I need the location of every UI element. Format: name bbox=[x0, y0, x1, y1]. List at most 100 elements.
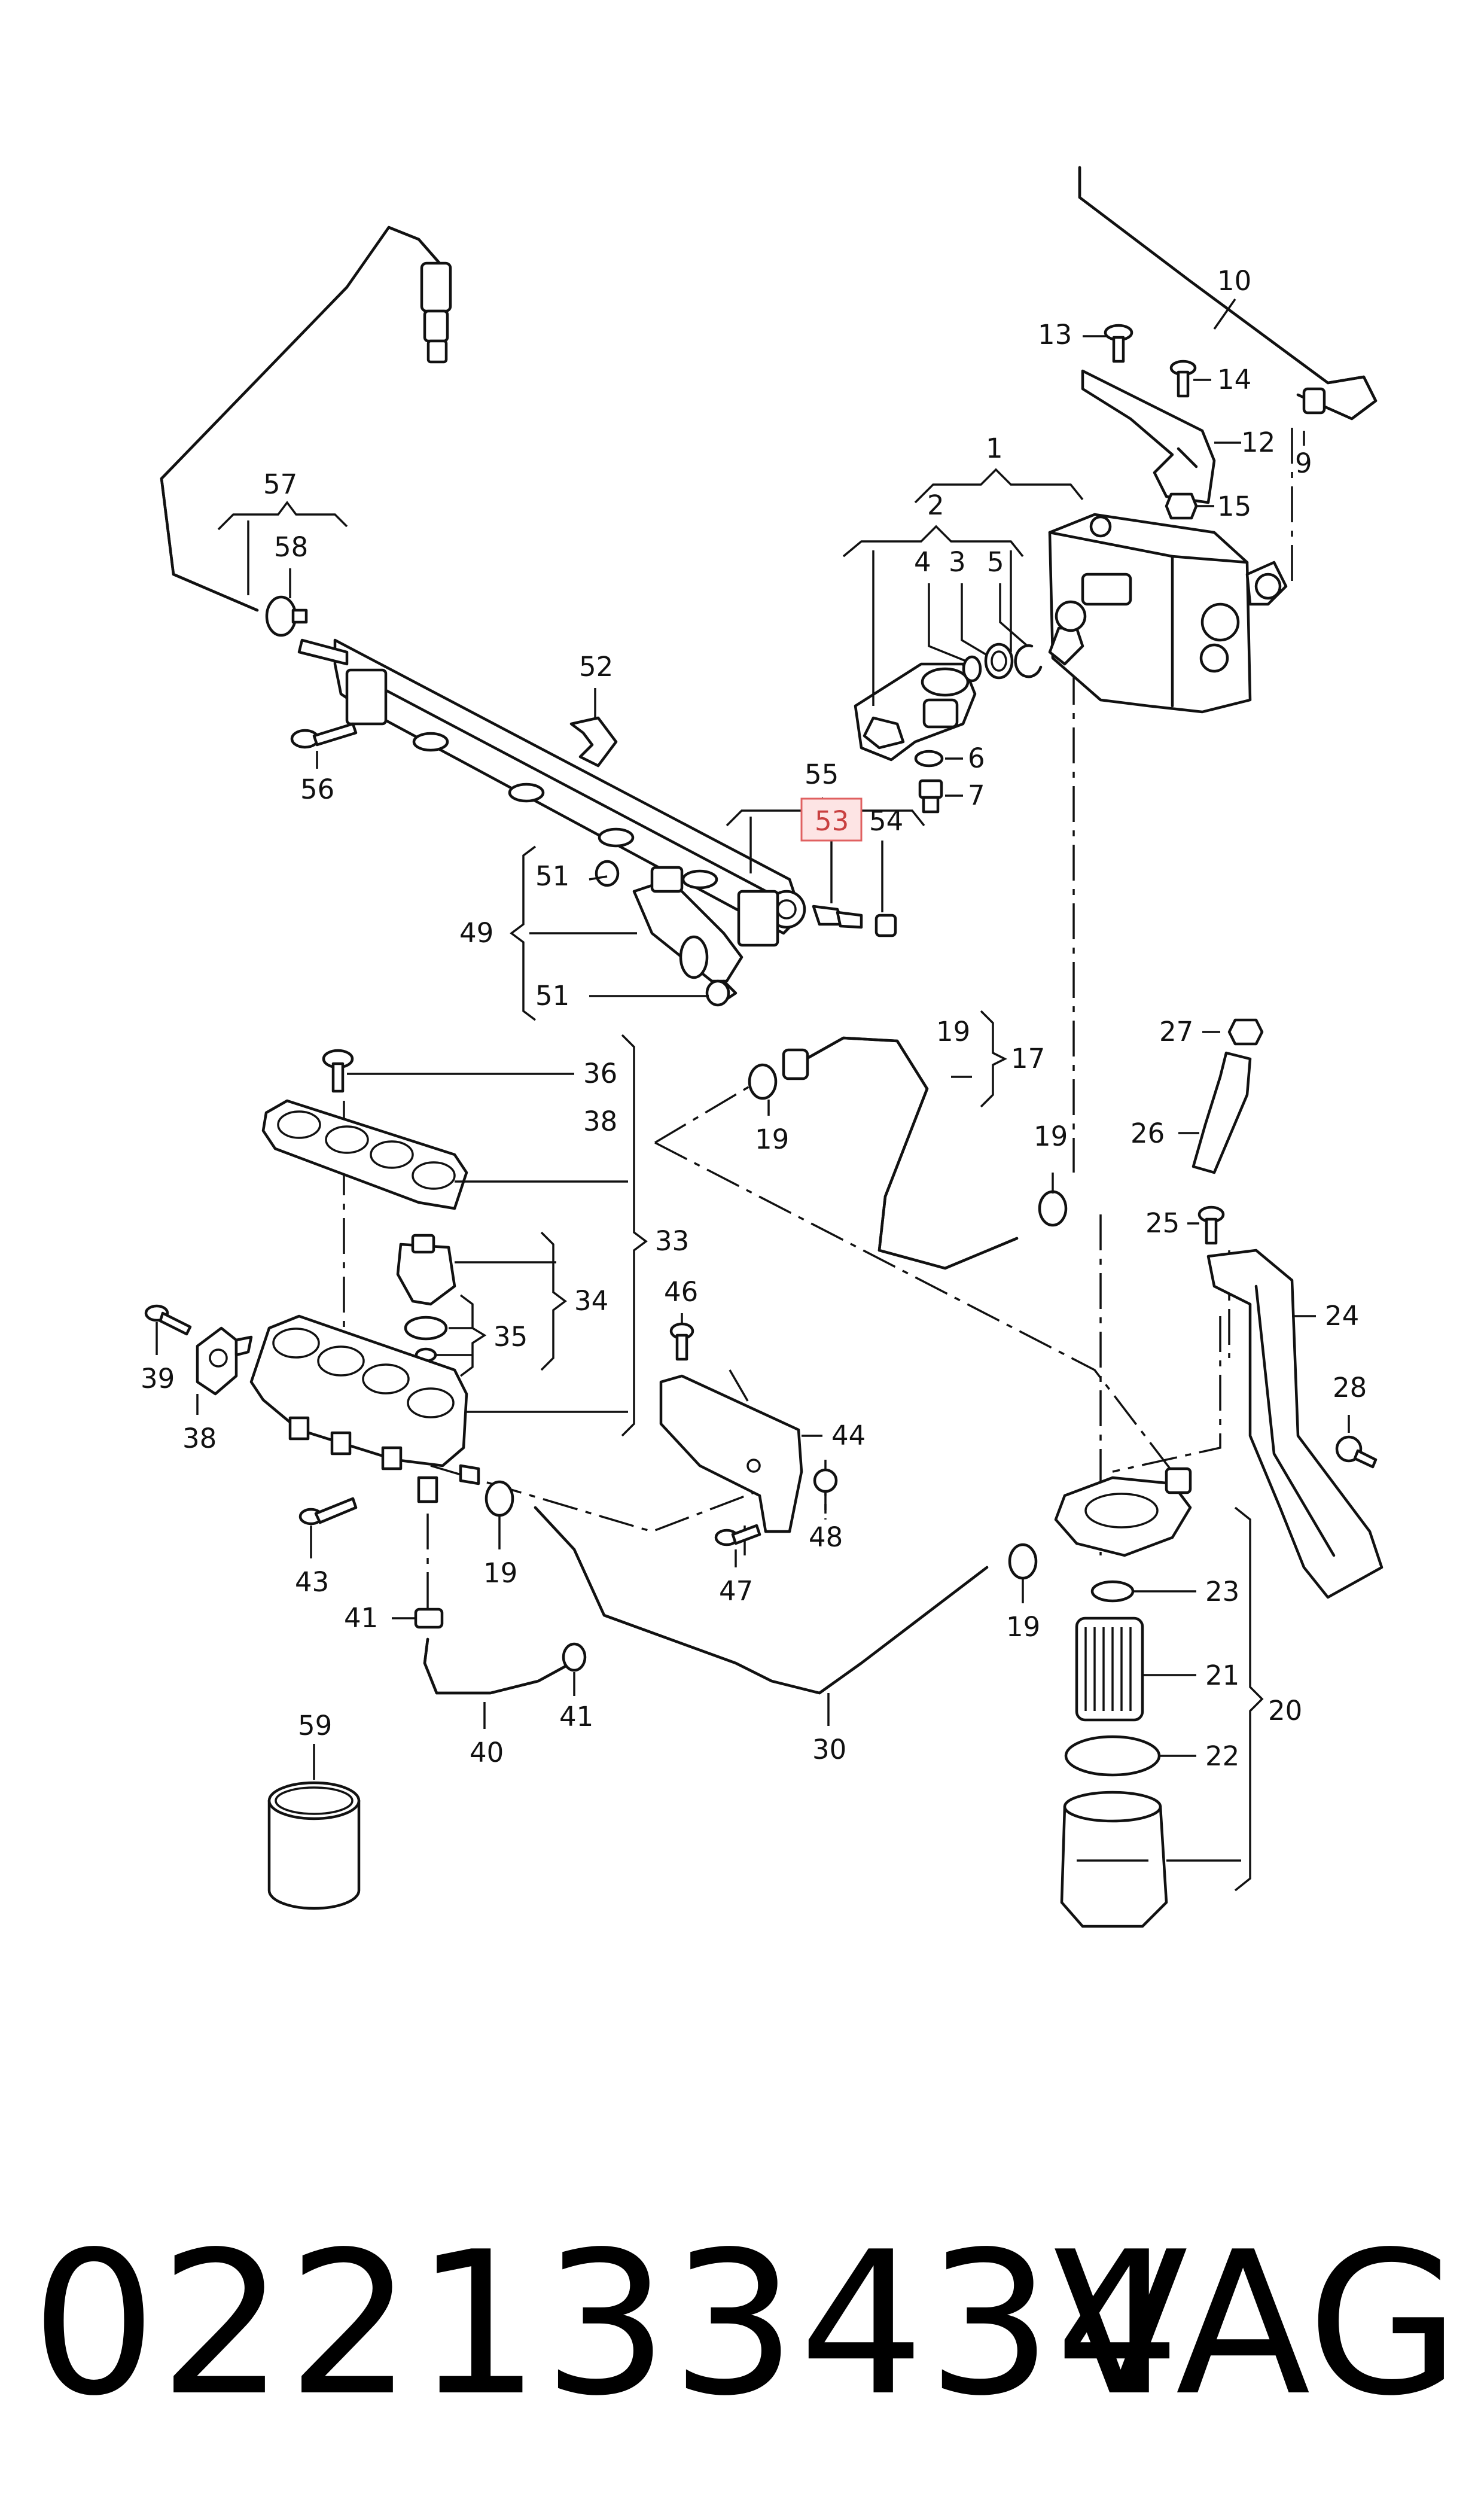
callout-40: 40 bbox=[470, 1737, 504, 1768]
nut-27 bbox=[1227, 1018, 1264, 1046]
gasket-38 bbox=[261, 1099, 468, 1210]
callout-5: 5 bbox=[987, 546, 1004, 578]
bracket-12 bbox=[1081, 369, 1216, 504]
circlip-5 bbox=[1014, 644, 1043, 678]
nut-15 bbox=[1165, 492, 1198, 520]
callout-53-highlight bbox=[800, 797, 863, 842]
pressure-sender-53 bbox=[812, 905, 863, 929]
seal-51-upper bbox=[595, 860, 620, 887]
spring-3 bbox=[984, 643, 1014, 680]
filter-housing-20 bbox=[1060, 1791, 1168, 1928]
callout-23: 23 bbox=[1205, 1576, 1239, 1607]
leader-lines bbox=[156, 298, 1350, 1892]
callout-19-left: 19 bbox=[755, 1123, 789, 1155]
callout-28: 28 bbox=[1333, 1372, 1367, 1403]
cap-54 bbox=[874, 914, 897, 937]
fuel-line-40 bbox=[423, 1637, 573, 1695]
callout-9: 9 bbox=[1295, 447, 1312, 479]
callout-7: 7 bbox=[968, 780, 985, 811]
clamp-58 bbox=[265, 595, 308, 637]
callout-38-top: 38 bbox=[583, 1106, 617, 1137]
clamp-19-a bbox=[748, 1063, 778, 1100]
callout-12: 12 bbox=[1241, 427, 1275, 458]
bracket-26 bbox=[1192, 1051, 1252, 1174]
fuel-line-30 bbox=[534, 1506, 989, 1695]
callout-19-manifold: 19 bbox=[483, 1557, 517, 1589]
callout-14: 14 bbox=[1217, 364, 1251, 395]
fuel-rail bbox=[297, 638, 806, 947]
fuel-line-10 bbox=[1078, 166, 1378, 421]
bolt-14 bbox=[1169, 360, 1197, 398]
bolt-39 bbox=[144, 1304, 192, 1336]
callout-6: 6 bbox=[968, 742, 985, 774]
valve-34 bbox=[396, 1234, 456, 1306]
callout-59: 59 bbox=[298, 1710, 332, 1741]
seal-6 bbox=[914, 750, 944, 768]
bracket-24 bbox=[1206, 1249, 1384, 1599]
callout-49: 49 bbox=[459, 917, 493, 949]
callout-27: 27 bbox=[1159, 1016, 1193, 1048]
callout-47: 47 bbox=[719, 1575, 753, 1607]
callout-46: 46 bbox=[664, 1276, 698, 1308]
seal-35-upper bbox=[404, 1316, 448, 1341]
callout-44: 44 bbox=[831, 1420, 866, 1451]
callout-10: 10 bbox=[1217, 265, 1251, 297]
callout-19-filter: 19 bbox=[1006, 1611, 1040, 1643]
callout-48: 48 bbox=[809, 1521, 843, 1553]
fuel-line-17 bbox=[782, 1036, 1019, 1270]
bolt-43 bbox=[298, 1497, 358, 1526]
callout-57: 57 bbox=[263, 468, 297, 500]
callout-30: 30 bbox=[812, 1734, 846, 1765]
callout-33: 33 bbox=[655, 1225, 689, 1257]
callout-55: 55 bbox=[805, 759, 839, 790]
nut-28 bbox=[1335, 1435, 1378, 1469]
seal-51-lower bbox=[705, 979, 730, 1007]
callout-19-right: 19 bbox=[1034, 1121, 1068, 1152]
mount-38 bbox=[196, 1326, 253, 1396]
callout-38-bottom: 38 bbox=[182, 1423, 217, 1454]
callout-41-left: 41 bbox=[344, 1602, 378, 1634]
callout-25: 25 bbox=[1145, 1207, 1180, 1239]
callout-24: 24 bbox=[1325, 1300, 1359, 1332]
callout-19-top: 19 bbox=[936, 1016, 970, 1048]
callout-22: 22 bbox=[1205, 1740, 1239, 1772]
callout-39: 39 bbox=[141, 1363, 175, 1395]
callout-58: 58 bbox=[274, 531, 308, 563]
bolt-36 bbox=[322, 1049, 354, 1093]
callout-20: 20 bbox=[1268, 1695, 1302, 1727]
callout-1: 1 bbox=[986, 433, 1003, 464]
seal-ring-4 bbox=[962, 655, 982, 683]
bolt-25 bbox=[1197, 1205, 1225, 1245]
callout-52: 52 bbox=[579, 651, 613, 683]
clamp-41-a bbox=[414, 1607, 444, 1629]
bolt-46 bbox=[669, 1322, 694, 1361]
callout-34: 34 bbox=[574, 1285, 608, 1317]
fuel-line-57 bbox=[160, 226, 452, 612]
clamp-19-c bbox=[484, 1480, 514, 1517]
intake-manifold-33 bbox=[249, 1314, 480, 1503]
callout-2: 2 bbox=[927, 489, 944, 521]
callout-35: 35 bbox=[493, 1321, 528, 1353]
callout-labels: 1 2 4 3 5 6 7 9 10 12 13 14 15 57 58 52 … bbox=[141, 265, 1367, 1772]
brand-name: VAG bbox=[1053, 2209, 1460, 2439]
callout-41-right: 41 bbox=[559, 1701, 593, 1733]
filter-head-20 bbox=[1054, 1467, 1192, 1557]
injector-49 bbox=[632, 866, 743, 1001]
bolt-56 bbox=[290, 722, 358, 749]
callout-43: 43 bbox=[295, 1566, 329, 1598]
bolt-47 bbox=[714, 1524, 761, 1546]
callout-3: 3 bbox=[949, 546, 966, 578]
callout-17: 17 bbox=[1011, 1043, 1045, 1074]
clip-52 bbox=[569, 716, 618, 768]
seal-ring-23 bbox=[1090, 1580, 1135, 1603]
callout-53: 53 bbox=[815, 805, 849, 837]
callout-21: 21 bbox=[1205, 1660, 1239, 1691]
filter-element-21 bbox=[1075, 1616, 1144, 1722]
clamp-41-b bbox=[562, 1642, 587, 1672]
callout-26: 26 bbox=[1130, 1118, 1165, 1149]
pressure-regulator-valve bbox=[854, 662, 977, 762]
part-number: 022133434 bbox=[31, 2209, 1183, 2439]
fitting-7 bbox=[918, 779, 943, 814]
o-ring-22 bbox=[1064, 1735, 1161, 1777]
